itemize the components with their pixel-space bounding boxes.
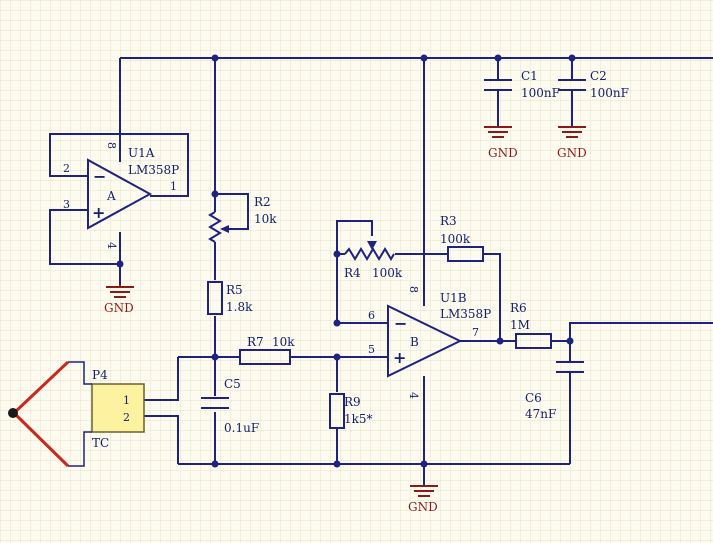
ground-main: GND [408, 485, 438, 514]
u1b-value: LM358P [440, 307, 491, 321]
r3-value: 100k [440, 232, 471, 246]
r9-ref: R9 [344, 395, 361, 409]
c2-ref: C2 [590, 69, 607, 83]
p4-name: TC [92, 436, 109, 450]
c6-value: 47nF [525, 407, 556, 421]
junction-dot [333, 250, 341, 258]
junction-dot [568, 54, 576, 62]
junction-dot [211, 190, 219, 198]
r6-ref: R6 [510, 301, 527, 315]
r3-ref: R3 [440, 214, 457, 228]
junction-dot [496, 337, 504, 345]
r5-ref: R5 [226, 283, 243, 297]
r9-value: 1k5* [344, 412, 373, 426]
c5-value: 0.1uF [224, 421, 259, 435]
r6-value: 1M [510, 318, 530, 332]
junction-dot [333, 319, 341, 327]
u1a-pin-vcc: 8 [105, 142, 118, 149]
r7-ref: R7 [247, 335, 264, 349]
c5-ref: C5 [224, 377, 241, 391]
capacitor-c1[interactable]: C1 100nF [484, 69, 560, 100]
r7-value: 10k [272, 335, 295, 349]
wires [49, 57, 713, 486]
ground-c2: GND [557, 126, 587, 160]
u1b-pin-gnd: 4 [407, 392, 420, 399]
gnd-label-u1a: GND [104, 301, 134, 315]
capacitor-c2[interactable]: C2 100nF [558, 69, 629, 100]
junctions [116, 54, 576, 468]
u1b-plus-sign: + [393, 348, 406, 367]
u1a-pin-gnd: 4 [105, 242, 118, 249]
junction-dot [116, 260, 124, 268]
junction-dot [333, 353, 341, 361]
ground-u1a: GND [104, 284, 134, 315]
c1-ref: C1 [521, 69, 538, 83]
p4-ref: P4 [92, 368, 108, 382]
u1b-minus-sign: − [394, 314, 407, 333]
c2-value: 100nF [590, 86, 629, 100]
ground-c1: GND [484, 126, 518, 160]
thermocouple-junction [8, 408, 18, 418]
u1b-pin-noninv: 5 [368, 343, 375, 356]
c6-ref: C6 [525, 391, 542, 405]
resistor-r6[interactable]: R6 1M [510, 301, 552, 349]
gnd-label-c1: GND [488, 146, 518, 160]
u1a-pin-noninv: 3 [63, 198, 70, 211]
junction-dot [211, 353, 219, 361]
op-amp-u1a[interactable]: − + A U1A LM358P 2 3 1 8 4 [63, 142, 179, 249]
gnd-label-main: GND [408, 500, 438, 514]
resistor-r7[interactable]: R7 10k [239, 335, 295, 365]
u1b-pin-inv: 6 [368, 309, 375, 322]
c1-value: 100nF [521, 86, 560, 100]
r4-value: 100k [372, 266, 403, 280]
gnd-label-c2: GND [557, 146, 587, 160]
capacitor-c6[interactable]: C6 47nF [525, 361, 584, 421]
u1a-plus-sign: + [92, 203, 105, 222]
thermocouple-symbol [8, 360, 92, 468]
r2-ref: R2 [254, 195, 271, 209]
u1a-minus-sign: − [93, 167, 106, 186]
resistor-r2[interactable]: R2 10k [208, 195, 277, 243]
u1a-pin-inv: 2 [63, 162, 70, 175]
junction-dot [420, 54, 428, 62]
junction-dot [211, 460, 219, 468]
u1b-pin-vcc: 8 [407, 286, 420, 293]
resistor-r3[interactable]: R3 100k [440, 214, 484, 262]
connector-p4[interactable]: P4 TC 1 2 [91, 368, 145, 450]
op-amp-u1b[interactable]: − + B U1B LM358P 6 5 7 8 4 [368, 286, 491, 399]
r5-value: 1.8k [226, 300, 253, 314]
u1a-unit: A [106, 189, 116, 203]
junction-dot [494, 54, 502, 62]
p4-pin-2: 2 [123, 411, 130, 424]
resistor-r4[interactable]: R4 100k [344, 241, 403, 280]
capacitor-c5[interactable]: C5 0.1uF [201, 377, 259, 435]
p4-pin-1: 1 [123, 394, 130, 407]
u1b-ref: U1B [440, 291, 467, 305]
resistor-r9[interactable]: R9 1k5* [329, 393, 373, 429]
r4-ref: R4 [344, 266, 361, 280]
u1b-pin-out: 7 [472, 326, 479, 339]
u1b-unit: B [410, 335, 419, 349]
u1a-ref: U1A [128, 146, 155, 160]
junction-dot [566, 337, 574, 345]
junction-dot [211, 54, 219, 62]
junction-dot [420, 460, 428, 468]
r2-value: 10k [254, 212, 277, 226]
junction-dot [333, 460, 341, 468]
u1a-pin-out: 1 [170, 180, 177, 193]
resistor-r5[interactable]: R5 1.8k [207, 281, 253, 315]
u1a-value: LM358P [128, 163, 179, 177]
